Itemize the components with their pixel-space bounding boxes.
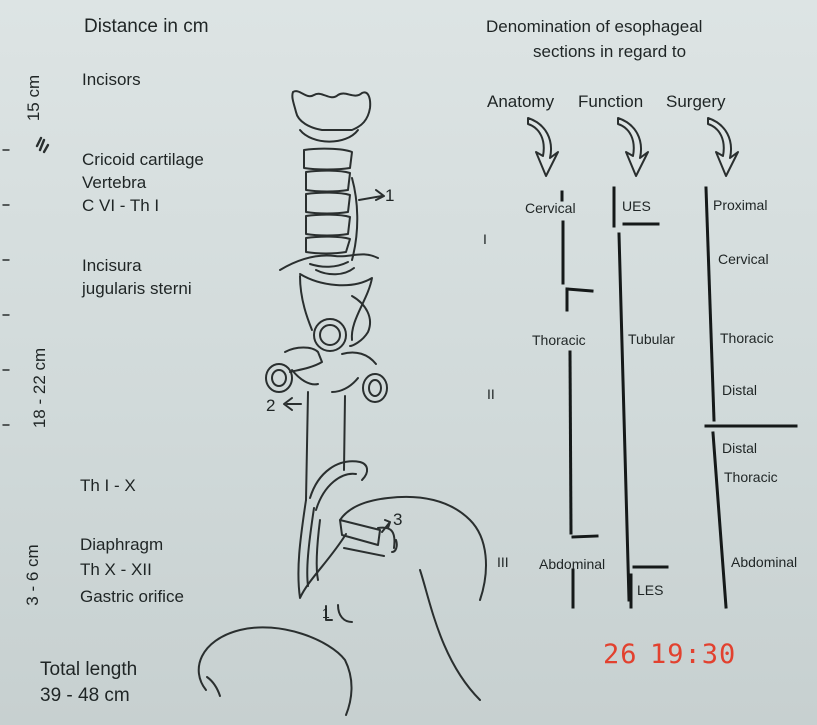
surgery-thoracic: Thoracic bbox=[720, 330, 774, 346]
roman-numeral-1: I bbox=[483, 231, 487, 247]
function-ues: UES bbox=[622, 198, 651, 214]
anatomy-abdominal: Abdominal bbox=[539, 556, 605, 572]
surgery-distal: Distal bbox=[722, 382, 757, 398]
timestamp-day: 26 bbox=[603, 639, 638, 670]
surgery-distal-2: Distal bbox=[722, 440, 757, 456]
surgery-cervical: Cervical bbox=[718, 251, 769, 267]
arrow-surgery-icon bbox=[708, 118, 738, 176]
surgery-abdominal: Abdominal bbox=[731, 554, 797, 570]
timestamp-time: 19:30 bbox=[650, 639, 736, 670]
arrow-anatomy-icon bbox=[528, 118, 558, 176]
surgery-proximal: Proximal bbox=[713, 197, 767, 213]
roman-numeral-3: III bbox=[497, 554, 509, 570]
roman-numeral-2: II bbox=[487, 386, 495, 402]
anatomy-cervical: Cervical bbox=[525, 200, 576, 216]
surgery-thoracic-2: Thoracic bbox=[724, 469, 778, 485]
arrow-function-icon bbox=[618, 118, 648, 176]
function-tubular: Tubular bbox=[628, 331, 675, 347]
function-les: LES bbox=[637, 582, 663, 598]
anatomy-thoracic: Thoracic bbox=[532, 332, 586, 348]
